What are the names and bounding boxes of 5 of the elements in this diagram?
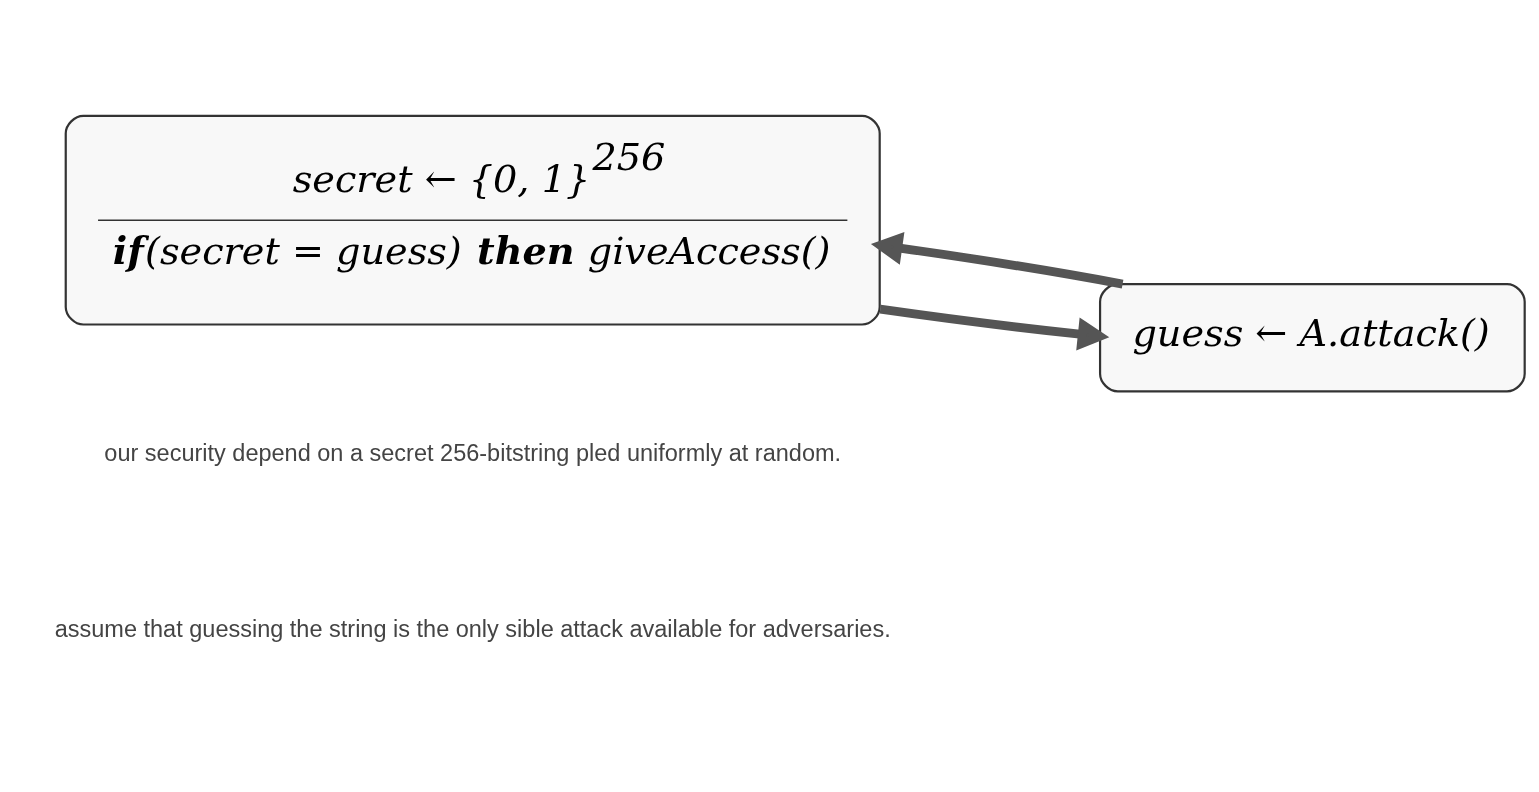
label: assume that guessing the string is the only sible attack available for adversaries.: [54, 615, 891, 642]
label: our security depend on a secret 256-bitstring pled uniformly at random.: [104, 439, 842, 466]
arrow: [870, 231, 1124, 288]
node-box: guess ← A.attack(): [1099, 282, 1526, 392]
arrow: [879, 304, 1110, 350]
